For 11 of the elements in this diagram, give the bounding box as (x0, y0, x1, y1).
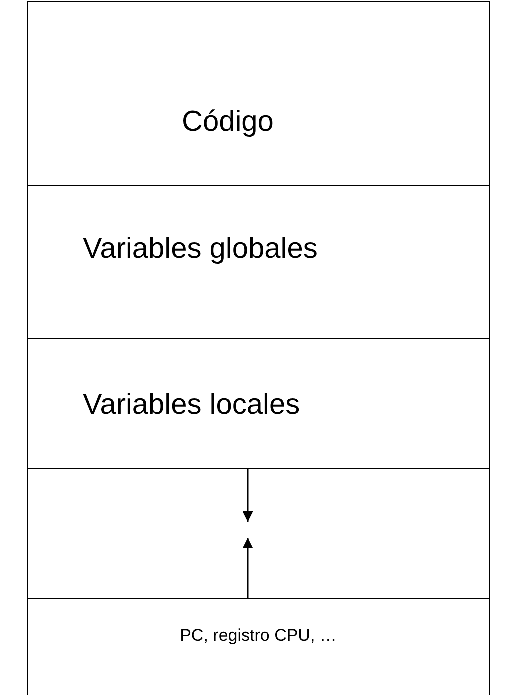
arrow (242, 538, 254, 598)
memory-segment (27, 338, 490, 469)
segment-label: PC, registro CPU, … (179, 626, 338, 646)
segment-label: Variables locales (83, 389, 300, 422)
memory-segment (27, 185, 490, 339)
segment-label: Código (182, 106, 274, 139)
segment-label: Variables globales (83, 233, 318, 266)
arrow (242, 469, 254, 522)
memory-segment (27, 598, 490, 695)
memory-segment (27, 1, 490, 186)
memory-segment (27, 468, 490, 599)
